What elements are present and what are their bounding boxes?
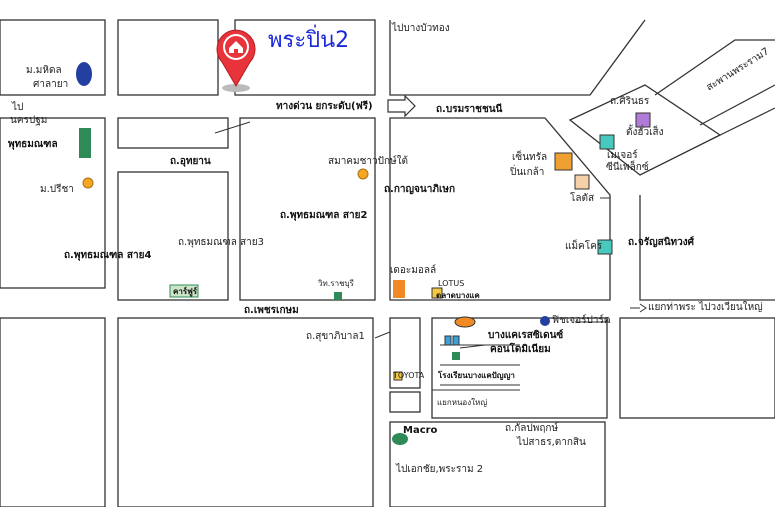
label-pinklao: ปิ่นเกล้า [510,167,545,178]
label-kanlapaphruek: ถ.กัลปพฤกษ์ [505,423,559,434]
phutthamonthon-marker [79,128,91,158]
fisher-marker [540,316,550,326]
label-to-nakhonpathom-2: นครปฐม [10,115,48,126]
label-phutthamonthon4: ถ.พุทธมณฑล สาย4 [64,250,152,261]
label-mahidol: ม.มหิดล [26,65,62,76]
label-pridi: ม.ปรีชา [40,184,74,195]
pakthai-marker [357,168,369,180]
block-n1 [117,19,219,96]
label-pakthai: สมาคมชาวปักษ์ใต้ [328,156,408,167]
label-charansanitwong: ถ.จรัญสนิทวงศ์ [628,237,694,248]
makro-marker [597,239,613,255]
themall-marker [393,280,405,298]
label-phetkasem: ถ.เพชรเกษม [244,305,299,316]
lotus-marker [431,287,443,299]
label-to-satorn: ไปสาธร,ตากสิน [517,437,586,448]
label-to-ekachai: ไปเอกชัย,พระราม 2 [396,464,484,475]
block-sw [0,317,106,507]
label-sukhaphiban: ถ.สุขาภิบาล1 [306,331,365,342]
label-mega: เมเจอร์ [607,150,638,161]
label-kanchanaphisek: ถ.กาญจนาภิเษก [384,184,456,195]
block-se3 [619,317,775,419]
block-w1 [0,117,106,289]
label-tesco: วิท.ราชบุรี [318,279,354,288]
label-to-nakhonpathom-1: ไป [12,102,24,113]
tangwat-marker [635,112,651,128]
label-lotus2: โลตัส [570,193,595,204]
block-ne2 [654,39,775,96]
label-school: โรงเรียนบางแคปัญญา [438,371,515,380]
label-macro: Macro [403,425,438,436]
label-utthayan: ถ.อุทยาน [170,156,211,167]
label-condo2: คอนโดมิเนียม [490,344,551,355]
block-nw [0,19,106,96]
label-junction: ทางด่วน ยกระดับ(ฟรี) [276,101,373,112]
home-pin-icon [216,29,256,92]
label-siri: ถ.ศิรินธร [610,96,650,107]
central-marker [554,152,573,171]
block-e2 [639,195,775,301]
macro-marker [392,433,408,445]
block-se4 [389,391,421,413]
carfour-marker [169,284,199,298]
label-phutthamonthon: พุทธมณฑล [8,139,58,150]
block-phutthamonthon2 [239,117,376,301]
lotus2-marker [574,174,590,190]
label-carfour: คาร์ฟูร์ [173,287,198,296]
block-ne1 [389,19,646,96]
label-lotus: LOTUS [438,279,465,288]
label-condo1: บางแคเรสซิเดนซ์ [488,330,564,341]
market-marker [454,316,476,328]
label-tapra: แยกท่าพระ ไปวงเวียนใหญ่ [648,302,763,313]
condo-marker-2 [452,335,460,346]
block-se2 [431,317,608,419]
label-tangwat: ตั้งฮั่วเส็ง [626,127,664,138]
label-central: เซ็นทรัล [512,152,548,163]
label-themall: เดอะมอลล์ [390,265,437,276]
mahidol-marker [76,62,92,86]
block-phutthamonthon3 [117,171,229,301]
label-makro: แม็คโคร [565,241,603,252]
pridi-marker [82,177,94,189]
block-utthayan [117,117,229,149]
label-cineplex: ซีนีเพล็กซ์ [606,162,649,173]
label-to-bangbuathong: ไปบางบัวทอง [392,23,450,34]
block-se5 [389,421,606,507]
label-toyota: TOYOTA [393,371,425,380]
condo-marker-1 [444,335,452,346]
toyota-marker [393,371,403,381]
school-marker [452,352,460,360]
block-se1 [389,317,421,389]
label-boromratchonnani: ถ.บรมราชชนนี [436,104,503,115]
label-market: ตลาดบางแค [436,291,480,300]
block-s1 [117,317,374,507]
label-salaya: ศาลายา [33,79,69,90]
right-arrow-icon [387,94,416,118]
label-phutthamonthon2: ถ.พุทธมณฑล สาย2 [280,210,368,221]
mega-marker [599,134,615,150]
label-bangwaek: แยกหนองใหญ่ [437,398,488,407]
label-fisher: ฟิชเจอร์ปาร์ค [552,315,611,326]
label-phutthamonthon3: ถ.พุทธมณฑล สาย3 [178,237,264,248]
page-title: พระปิ่น2 [268,28,350,53]
tesco-marker [334,292,342,300]
